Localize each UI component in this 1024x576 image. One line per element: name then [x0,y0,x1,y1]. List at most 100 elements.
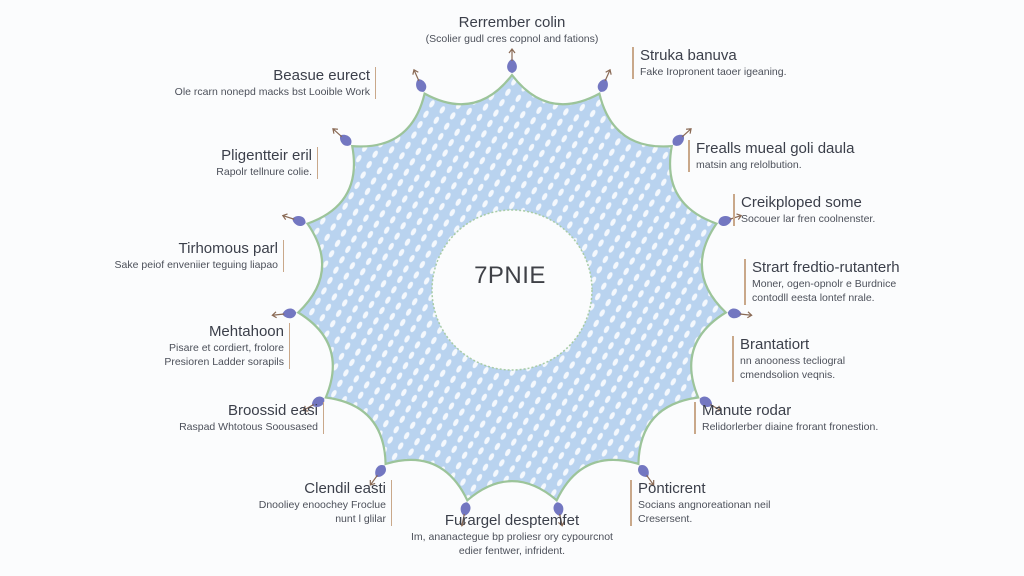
accent-bar [688,140,690,172]
desc-line: Socians angnoreationan neil [638,499,771,511]
node-title: Frealls mueal goli daula [696,140,855,157]
node-desc: nn anooness tecliogral cmendsolion veqni… [732,354,972,382]
desc-line: (Scolier gudl cres copnol and fations) [425,33,599,45]
node-desc: Im, ananactegue bp proliesr ory cypourcn… [392,530,632,558]
node-label-9: Clendil easti Dnooliey enoochey Froclue … [152,480,392,526]
desc-line: contodll eesta lontef nrale. [752,292,875,304]
desc-line: matsin ang relolbution. [696,159,802,171]
node-title: Tirhomous parl [178,240,278,257]
node-desc: Moner, ogen-opnolr e Burdnice contodll e… [744,277,984,305]
node-petal-icon [672,134,685,146]
node-label-14: Beasue eurect Ole rcarn nonepd macks bst… [136,67,376,99]
node-petal-icon [699,396,713,407]
accent-bar [288,323,290,369]
desc-line: Rapolr tellnure colie. [216,166,312,178]
node-title: Struka banuva [640,47,737,64]
node-desc: Dnooliey enoochey Froclue nunt l glilar [152,498,392,526]
node-title: Manute rodar [702,402,792,419]
node-desc: Fake Iropronent taoer igeaning. [632,65,872,79]
node-petal-icon [638,465,649,477]
desc-line: nn anooness tecliogral [740,355,846,367]
center-label: 7PNIE [474,262,546,289]
accent-bar [316,147,318,179]
desc-line: Relidorlerber diaine frorant fronestion. [702,421,879,433]
node-petal-icon [311,396,325,407]
node-desc: Rapolr tellnure colie. [78,165,318,179]
desc-line: Cresersent. [638,513,693,525]
node-desc: Sake peiof enveniier teguing liapao [44,258,284,272]
desc-line: Ole rcarn nonepd macks bst Looible Work [174,86,370,98]
arrow-icon [281,213,295,220]
node-desc: Pisare et cordiert, frolore Presioren La… [50,341,290,369]
arrow-icon [681,128,692,138]
arrow-icon [710,403,722,412]
node-label-3: Creikploped some Socouer lar fren coolne… [733,194,973,226]
desc-line: Fake Iropronent taoer igeaning. [640,66,787,78]
node-label-0: Rerrember colin (Scolier gudl cres copno… [392,14,632,46]
desc-line: nunt l glilar [335,513,386,525]
node-petal-icon [553,502,564,516]
arrow-icon [729,213,743,220]
node-desc: Raspad Whtotous Soousased [84,420,324,434]
node-label-7: Ponticrent Socians angnoreationan neil C… [630,480,870,526]
center-circle [431,209,593,371]
accent-bar [374,67,376,99]
desc-line: Socouer lar fren coolnenster. [741,213,876,225]
accent-bar [322,402,324,434]
desc-line: Sake peiof enveniier teguing liapao [114,259,278,271]
node-petal-icon [282,308,297,319]
node-label-10: Broossid easi Raspad Whtotous Soousased [84,402,324,434]
node-title: Broossid easi [227,402,318,419]
node-petal-icon [727,308,742,319]
desc-line: cmendsolion veqnis. [740,369,836,381]
arrow-icon [557,513,565,527]
node-petal-icon [460,502,471,516]
arrow-icon [508,48,516,61]
arrow-icon [302,403,314,412]
node-title: Strart fredtio-rutanterh [752,259,900,276]
arrow-icon [271,311,285,319]
node-petal-icon [416,78,427,92]
desc-line: Dnooliey enoochey Froclue [258,499,386,511]
node-desc: Socouer lar fren coolnenster. [733,212,973,226]
node-label-12: Tirhomous parl Sake peiof enveniier tegu… [44,240,284,272]
arrow-icon [369,474,378,486]
node-title: Furargel desptemfet [444,512,580,529]
arrow-icon [459,513,467,527]
accent-bar [694,402,696,434]
node-desc: matsin ang relolbution. [688,158,928,172]
node-label-11: Mehtahoon Pisare et cordiert, frolore Pr… [50,323,290,369]
node-label-13: Pligentteir eril Rapolr tellnure colie. [78,147,318,179]
node-desc: Socians angnoreationan neil Cresersent. [630,498,870,526]
node-title: Mehtahoon [208,323,284,340]
node-label-8: Furargel desptemfet Im, ananactegue bp p… [392,512,632,558]
node-label-4: Strart fredtio-rutanterh Moner, ogen-opn… [744,259,984,305]
desc-line: edier fentwer, infrident. [458,545,566,557]
accent-bar [732,336,734,382]
arrow-icon [604,68,612,82]
desc-line: Im, ananactegue bp proliesr ory cypourcn… [411,531,613,543]
node-title: Rerrember colin [458,14,566,31]
arrow-icon [646,474,655,486]
node-label-5: Brantatiort nn anooness tecliogral cmend… [732,336,972,382]
node-petal-icon [507,59,517,73]
arrow-icon [412,68,420,82]
accent-bar [632,47,634,79]
node-petal-icon [597,78,608,92]
node-title: Beasue eurect [273,67,370,84]
node-title: Clendil easti [304,480,386,497]
node-desc: Relidorlerber diaine frorant fronestion. [694,420,934,434]
node-label-1: Struka banuva Fake Iropronent taoer igea… [632,47,872,79]
node-title: Brantatiort [740,336,810,353]
node-title: Ponticrent [638,480,706,497]
node-petal-icon [718,216,732,227]
node-label-2: Frealls mueal goli daula matsin ang relo… [688,140,928,172]
node-desc: (Scolier gudl cres copnol and fations) [392,32,632,46]
node-petal-icon [375,465,386,477]
node-title: Pligentteir eril [221,147,312,164]
accent-bar [630,480,632,526]
node-title: Creikploped some [741,194,862,211]
desc-line: Moner, ogen-opnolr e Burdnice [752,278,897,290]
node-desc: Ole rcarn nonepd macks bst Looible Work [136,85,376,99]
